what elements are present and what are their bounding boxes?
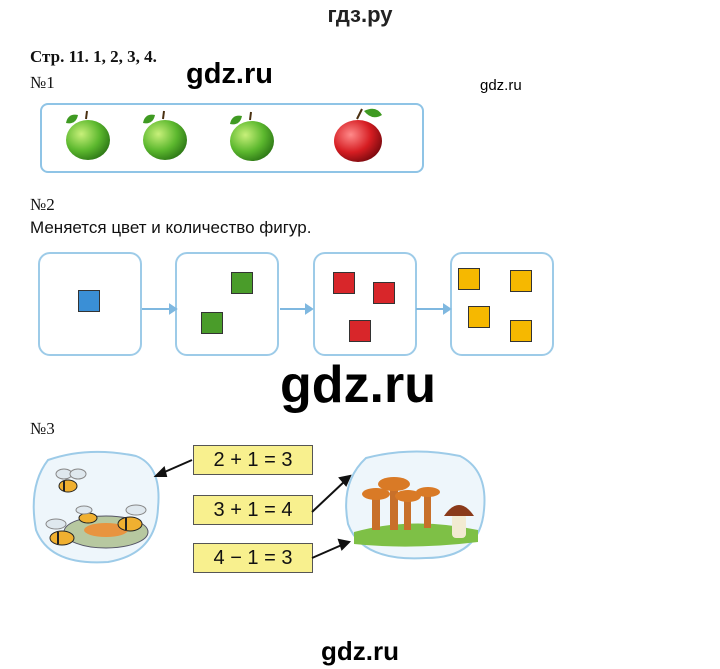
arrow-right-icon: [169, 303, 178, 315]
figure-box-4: [450, 252, 554, 356]
insects-picture: [32, 450, 160, 564]
figure-box-2: [175, 252, 279, 356]
green-square: [231, 272, 253, 294]
task1-label: №1: [30, 73, 55, 92]
arrow-right-icon: [305, 303, 314, 315]
arrow-icon: [337, 538, 352, 551]
equation-card-2: 3 + 1 = 4: [193, 495, 313, 525]
watermark-bottom: gdz.ru: [321, 636, 399, 666]
yellow-square: [510, 320, 532, 342]
chanterelle-icon: [362, 488, 390, 530]
green-apple-icon: [230, 111, 274, 161]
green-apple-icon: [143, 110, 187, 160]
bee-icon: [117, 504, 147, 532]
porcini-icon: [444, 505, 474, 538]
figure-box-1: [38, 252, 142, 356]
arrow-icon: [153, 466, 168, 477]
red-apple-icon: [334, 108, 382, 162]
connector-arrows: [153, 459, 352, 559]
green-square: [201, 312, 223, 334]
chanterelle-icon: [378, 477, 410, 530]
green-apple-icon: [66, 110, 110, 160]
red-square: [333, 272, 355, 294]
watermark-small: gdz.ru: [480, 77, 522, 94]
figure-box-3: [313, 252, 417, 356]
apples-svg: [66, 108, 382, 162]
blue-square: [78, 290, 100, 312]
yellow-square: [468, 306, 490, 328]
chanterelle-icon: [395, 490, 421, 530]
chanterelle-icon: [416, 487, 440, 528]
bee-icon: [55, 468, 87, 493]
red-square: [373, 282, 395, 304]
mushrooms-picture: [345, 450, 486, 560]
yellow-square: [458, 268, 480, 290]
sequence-arrows: [142, 303, 452, 315]
red-square: [349, 320, 371, 342]
bee-icon: [45, 518, 75, 546]
task3-label: №3: [30, 419, 55, 438]
page-reference: Стр. 11. 1, 2, 3, 4.: [30, 47, 157, 66]
watermark-center: gdz.ru: [280, 356, 436, 414]
equation-card-3: 4 − 1 = 3: [193, 543, 313, 573]
task2-label: №2: [30, 195, 55, 214]
yellow-square: [510, 270, 532, 292]
site-title: гдз.ру: [327, 2, 393, 27]
arrow-right-icon: [443, 303, 452, 315]
task2-description: Меняется цвет и количество фигур.: [30, 218, 312, 237]
watermark: gdz.ru: [186, 58, 273, 90]
equation-card-1: 2 + 1 = 3: [193, 445, 313, 475]
arrow-icon: [338, 474, 352, 487]
bee-icon: [75, 505, 98, 524]
